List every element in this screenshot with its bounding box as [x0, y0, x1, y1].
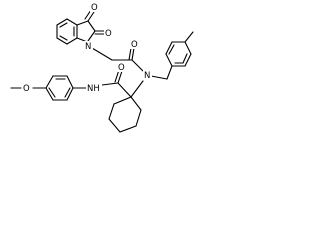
bond [108, 103, 115, 120]
bond [150, 75, 168, 80]
bond [59, 22, 68, 28]
atom-nh: NH [87, 84, 100, 94]
bond [166, 65, 173, 80]
bond [131, 47, 135, 61]
bond [182, 53, 188, 64]
bond [64, 87, 71, 98]
bond [76, 20, 89, 26]
bond [130, 96, 142, 111]
bond [135, 109, 142, 127]
methoxyphenyl-ring [45, 75, 74, 101]
bond [87, 11, 95, 22]
methylbenzyl-ring [165, 31, 194, 67]
bond [101, 82, 119, 86]
atom-labels: O O N O N O NH O [22, 2, 152, 94]
atom-o-lactam: O [105, 29, 112, 39]
bond [131, 59, 144, 72]
bond [117, 70, 123, 84]
bond [66, 37, 78, 45]
bond [117, 82, 132, 98]
structure-diagram: O O N O N O NH O [10, 2, 194, 133]
bond [56, 18, 68, 26]
bond [45, 75, 54, 89]
bond [59, 35, 68, 41]
bond [184, 31, 194, 43]
bond [48, 87, 56, 98]
atom-o-ketone: O [91, 3, 98, 13]
bond [165, 53, 173, 67]
bond [113, 96, 132, 105]
bond [184, 41, 192, 55]
bond [66, 18, 78, 26]
isatin-group [56, 9, 106, 45]
bond [119, 125, 137, 133]
bond [87, 30, 96, 42]
atom-n-indoline: N [85, 42, 91, 52]
bond [128, 47, 132, 61]
cyclohexane-ring [108, 96, 142, 133]
atom-n-tertiary: N [144, 71, 150, 81]
bond [66, 75, 74, 89]
atom-o-carboxamide: O [118, 63, 125, 73]
atom-o-methoxy: O [23, 84, 30, 94]
bond [184, 53, 192, 67]
bond [45, 87, 54, 101]
bond [87, 20, 96, 32]
bond [130, 80, 144, 98]
bond [168, 44, 175, 55]
bond [76, 37, 86, 42]
bond [66, 87, 74, 101]
bond [165, 41, 173, 55]
bond [56, 37, 68, 45]
bond [91, 47, 113, 61]
bond [108, 118, 121, 133]
atom-o-amide: O [131, 40, 138, 50]
